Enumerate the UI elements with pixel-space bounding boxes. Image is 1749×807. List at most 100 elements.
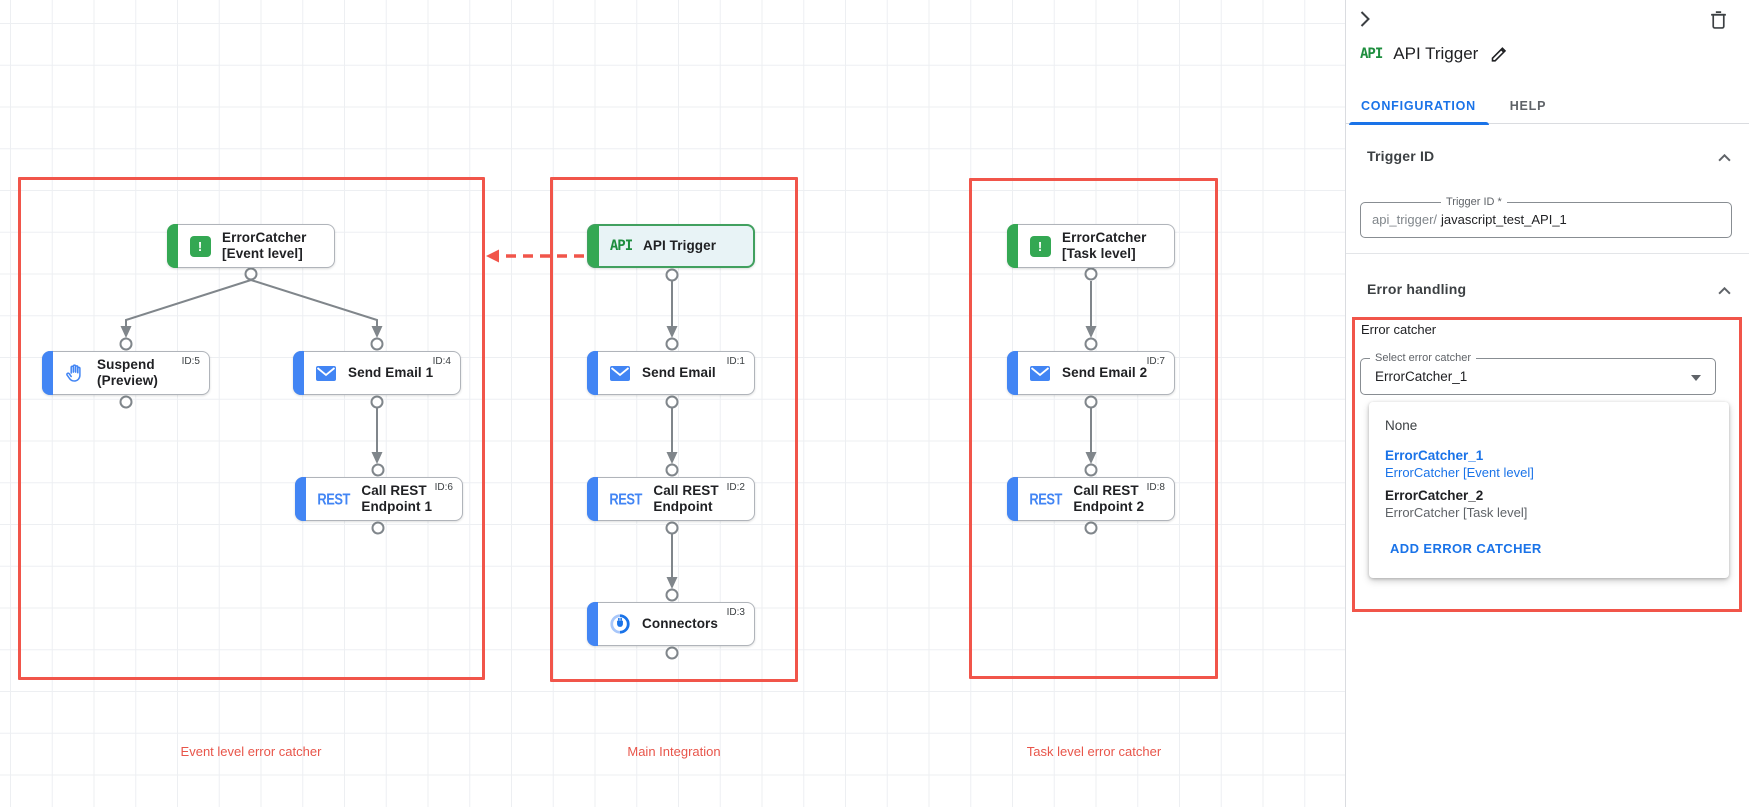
select-error-catcher-label: Select error catcher: [1370, 352, 1476, 364]
node-title: Send Email: [642, 365, 716, 380]
error-catcher-highlight-box: [1352, 317, 1742, 612]
node-id-badge: ID:2: [726, 482, 745, 493]
group-label-event-level: Event level error catcher: [180, 744, 322, 759]
rest-icon: REST: [317, 489, 350, 509]
node-call-rest-endpoint[interactable]: REST Call REST Endpoint ID:2: [587, 477, 755, 521]
select-error-catcher-value: ErrorCatcher_1: [1375, 369, 1468, 384]
edge-arrowhead: [371, 452, 383, 464]
config-panel: API API Trigger CONFIGURATION HELP Trigg…: [1345, 0, 1749, 807]
input-port[interactable]: [1084, 463, 1098, 477]
output-port[interactable]: [665, 395, 679, 409]
output-port[interactable]: [244, 267, 258, 281]
input-port[interactable]: [665, 588, 679, 602]
chevron-up-icon[interactable]: [1718, 149, 1731, 167]
edge-arrowhead: [666, 577, 678, 589]
chevron-up-icon[interactable]: [1718, 282, 1731, 300]
trigger-id-field[interactable]: Trigger ID * api_trigger/javascript_test…: [1360, 196, 1732, 238]
node-id-badge: ID:8: [1146, 482, 1165, 493]
section-divider: [1346, 253, 1749, 254]
output-port[interactable]: [1084, 521, 1098, 535]
node-errorcatcher-task[interactable]: ! ErrorCatcher [Task level]: [1007, 224, 1175, 268]
output-port[interactable]: [1084, 267, 1098, 281]
error-link-arrowhead: [486, 249, 499, 263]
node-api-trigger[interactable]: API API Trigger: [587, 224, 755, 268]
select-error-catcher[interactable]: Select error catcher ErrorCatcher_1: [1360, 352, 1716, 395]
node-title: Call REST Endpoint 1: [361, 483, 433, 514]
output-port[interactable]: [665, 268, 679, 282]
section-error-handling: Error handling: [1367, 281, 1467, 297]
error-catcher-icon: !: [1028, 235, 1052, 257]
group-label-main-integration: Main Integration: [627, 744, 721, 759]
output-port[interactable]: [371, 521, 385, 535]
edge-line: [250, 279, 378, 327]
node-call-rest-endpoint-1[interactable]: REST Call REST Endpoint 1 ID:6: [295, 477, 463, 521]
input-port[interactable]: [119, 337, 133, 351]
node-title: Connectors: [642, 616, 719, 631]
tab-configuration[interactable]: CONFIGURATION: [1346, 88, 1491, 125]
input-port[interactable]: [1084, 337, 1098, 351]
api-trigger-icon: API: [609, 238, 633, 254]
edge-arrowhead: [120, 326, 132, 338]
group-box-main-integration: [550, 177, 798, 682]
add-error-catcher-button[interactable]: ADD ERROR CATCHER: [1390, 541, 1542, 556]
error-catcher-label: Error catcher: [1361, 322, 1437, 337]
trigger-id-value: javascript_test_API_1: [1441, 212, 1567, 227]
api-trigger-icon: API: [1360, 46, 1383, 62]
trigger-id-prefix: api_trigger/: [1372, 212, 1438, 227]
node-suspend[interactable]: Suspend (Preview) ID:5: [42, 351, 210, 395]
node-id-badge: ID:4: [432, 356, 451, 367]
input-port[interactable]: [370, 337, 384, 351]
edge-arrowhead: [371, 326, 383, 338]
trigger-id-field-value: api_trigger/javascript_test_API_1: [1372, 212, 1567, 227]
hand-suspend-icon: [63, 363, 87, 383]
edge-arrowhead: [1085, 326, 1097, 338]
email-icon: [1028, 365, 1052, 382]
option-none[interactable]: None: [1385, 418, 1418, 433]
edge-arrowhead: [666, 452, 678, 464]
node-connectors[interactable]: Connectors ID:3: [587, 602, 755, 646]
rest-icon: REST: [609, 489, 642, 509]
node-send-email[interactable]: Send Email ID:1: [587, 351, 755, 395]
input-port[interactable]: [371, 463, 385, 477]
node-send-email-2[interactable]: Send Email 2 ID:7: [1007, 351, 1175, 395]
node-id-badge: ID:7: [1146, 356, 1165, 367]
panel-title: API Trigger: [1393, 44, 1479, 63]
output-port[interactable]: [119, 395, 133, 409]
input-port[interactable]: [665, 463, 679, 477]
group-label-task-level: Task level error catcher: [1026, 744, 1162, 759]
tab-help[interactable]: HELP: [1509, 99, 1547, 113]
panel-header: API API Trigger: [1360, 44, 1508, 64]
node-id-badge: ID:3: [726, 607, 745, 618]
input-port[interactable]: [665, 337, 679, 351]
connector-layer: [119, 249, 1098, 660]
output-port[interactable]: [1084, 395, 1098, 409]
node-title: ErrorCatcher [Event level]: [222, 230, 307, 261]
edge-line: [125, 279, 252, 327]
edit-pencil-icon[interactable]: [1490, 45, 1508, 63]
connectors-icon: [608, 613, 632, 635]
group-box-event-level: [18, 177, 485, 680]
node-errorcatcher-event[interactable]: ! ErrorCatcher [Event level]: [167, 224, 335, 268]
node-title: ErrorCatcher [Task level]: [1062, 230, 1147, 261]
node-id-badge: ID:1: [726, 356, 745, 367]
collapse-panel-icon[interactable]: [1358, 11, 1372, 32]
option-errorcatcher-1[interactable]: ErrorCatcher_1 ErrorCatcher [Event level…: [1385, 448, 1534, 480]
node-send-email-1[interactable]: Send Email 1 ID:4: [293, 351, 461, 395]
email-icon: [314, 365, 338, 382]
group-box-task-level: [969, 178, 1218, 679]
delete-trash-icon[interactable]: [1710, 10, 1727, 34]
edge-arrowhead: [1085, 452, 1097, 464]
output-port[interactable]: [370, 395, 384, 409]
node-title: Suspend (Preview): [97, 357, 158, 388]
output-port[interactable]: [665, 646, 679, 660]
node-title: Call REST Endpoint: [653, 483, 719, 514]
node-title: API Trigger: [643, 238, 717, 253]
option-errorcatcher-2[interactable]: ErrorCatcher_2 ErrorCatcher [Task level]: [1385, 488, 1528, 520]
section-trigger-id: Trigger ID: [1367, 148, 1435, 164]
dropdown-caret-icon: [1691, 375, 1701, 381]
output-port[interactable]: [665, 521, 679, 535]
edge-arrowhead: [666, 326, 678, 338]
node-call-rest-endpoint-2[interactable]: REST Call REST Endpoint 2 ID:8: [1007, 477, 1175, 521]
integration-canvas[interactable]: ! ErrorCatcher [Event level] Suspend (Pr…: [0, 0, 1345, 807]
